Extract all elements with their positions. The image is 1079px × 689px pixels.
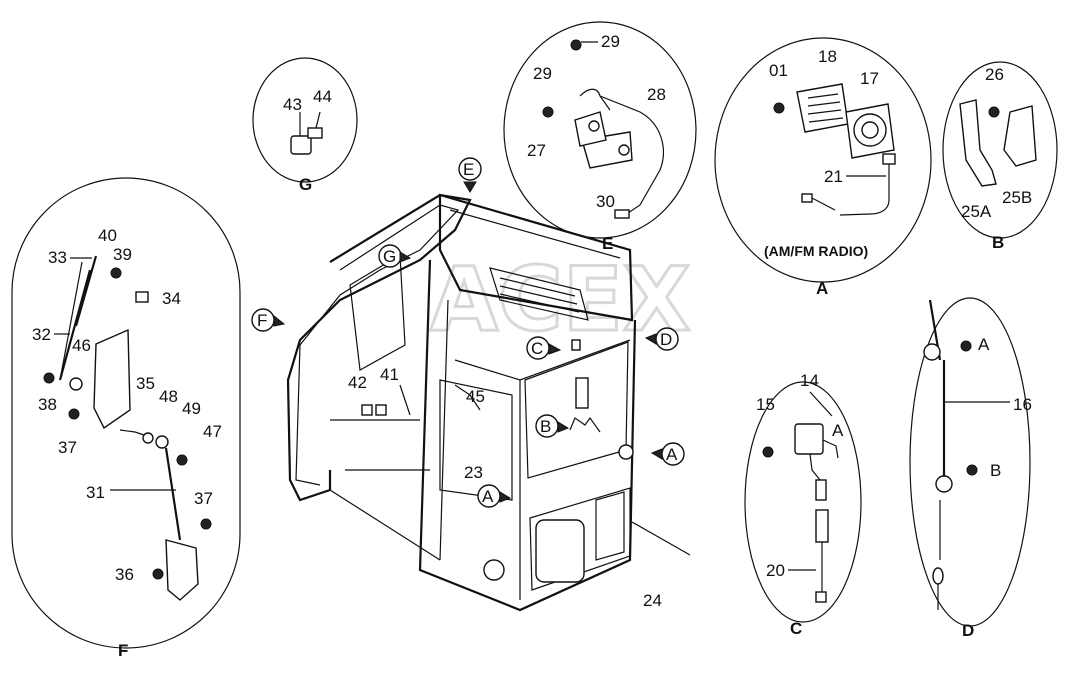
callout-a-right: A [650, 442, 685, 466]
svg-text:A: A [666, 445, 678, 464]
detail-title-g: G [299, 175, 312, 194]
part-label-15: 15 [756, 395, 775, 414]
part-label-20: 20 [766, 561, 785, 580]
part-label-28: 28 [647, 85, 666, 104]
detail-title-e: E [602, 234, 613, 253]
svg-text:E: E [463, 160, 474, 179]
part-label-38: 38 [38, 395, 57, 414]
part-label-35: 35 [136, 374, 155, 393]
callout-g: G [378, 244, 412, 268]
detail-c-bubble [744, 381, 862, 623]
svg-text:A: A [482, 487, 494, 506]
part-label-16: 16 [1013, 395, 1032, 414]
part-label-14: 14 [800, 371, 819, 390]
detail-title-b: B [992, 233, 1004, 252]
callout-d: D [644, 327, 679, 351]
detail-g-bubble [252, 57, 358, 183]
part-label-33: 33 [48, 248, 67, 267]
ref-label-a-d: A [978, 335, 990, 354]
bracket-assembly [542, 39, 664, 219]
radio-note: (AM/FM RADIO) [764, 243, 868, 259]
callout-a-left: A [477, 484, 512, 508]
part-label-25a: 25A [961, 202, 992, 221]
harness-assembly [762, 423, 839, 603]
part-label-31: 31 [86, 483, 105, 502]
part-label-29-top: 29 [601, 32, 620, 51]
detail-b-bubble [942, 61, 1058, 239]
part-label-46: 46 [72, 336, 91, 355]
part-label-30: 30 [596, 192, 615, 211]
detail-a-bubble [714, 37, 932, 283]
callout-e: E [458, 157, 482, 193]
part-label-43: 43 [283, 95, 302, 114]
detail-title-f: F [118, 641, 128, 660]
callout-f: F [251, 308, 286, 332]
svg-text:C: C [531, 339, 543, 358]
part-label-48: 48 [159, 387, 178, 406]
part-label-26: 26 [985, 65, 1004, 84]
svg-text:D: D [660, 330, 672, 349]
part-label-21: 21 [824, 167, 843, 186]
detail-d-bubble [909, 297, 1031, 627]
part-label-29: 29 [533, 64, 552, 83]
part-label-37: 37 [58, 438, 77, 457]
part-label-17: 17 [860, 69, 879, 88]
part-label-42: 42 [348, 373, 367, 392]
detail-e-bubble [503, 21, 697, 239]
part-label-41: 41 [380, 365, 399, 384]
part-label-45: 45 [466, 387, 485, 406]
part-label-37-lower: 37 [194, 489, 213, 508]
svg-text:B: B [540, 417, 551, 436]
detail-f-bubble [11, 177, 241, 649]
part-label-01: 01 [769, 61, 788, 80]
callout-c: C [526, 336, 562, 360]
part-label-34: 34 [162, 289, 181, 308]
ref-label-a-c: A [832, 421, 844, 440]
speaker-assembly [773, 83, 896, 216]
roof-vent [499, 277, 580, 313]
callout-b: B [535, 414, 570, 438]
part-label-49: 49 [182, 399, 201, 418]
part-label-32: 32 [32, 325, 51, 344]
wiper-assembly [43, 255, 212, 601]
svg-text:F: F [257, 311, 267, 330]
part-label-18: 18 [818, 47, 837, 66]
part-label-24: 24 [643, 591, 662, 610]
detail-title-c: C [790, 619, 802, 638]
cab-body [286, 193, 691, 612]
part-label-27: 27 [527, 141, 546, 160]
part-label-40: 40 [98, 226, 117, 245]
lever-assembly [959, 99, 1037, 187]
part-label-25b: 25B [1002, 188, 1032, 207]
switch-part [290, 111, 323, 155]
antenna-assembly [923, 299, 978, 610]
detail-title-a: A [816, 279, 828, 298]
part-label-47: 47 [203, 422, 222, 441]
part-label-36: 36 [115, 565, 134, 584]
part-label-44: 44 [313, 87, 332, 106]
part-label-39: 39 [113, 245, 132, 264]
detail-title-d: D [962, 621, 974, 640]
part-label-23: 23 [464, 463, 483, 482]
svg-text:G: G [383, 247, 396, 266]
ref-label-b-d: B [990, 461, 1001, 480]
speaker-grille [807, 93, 844, 123]
